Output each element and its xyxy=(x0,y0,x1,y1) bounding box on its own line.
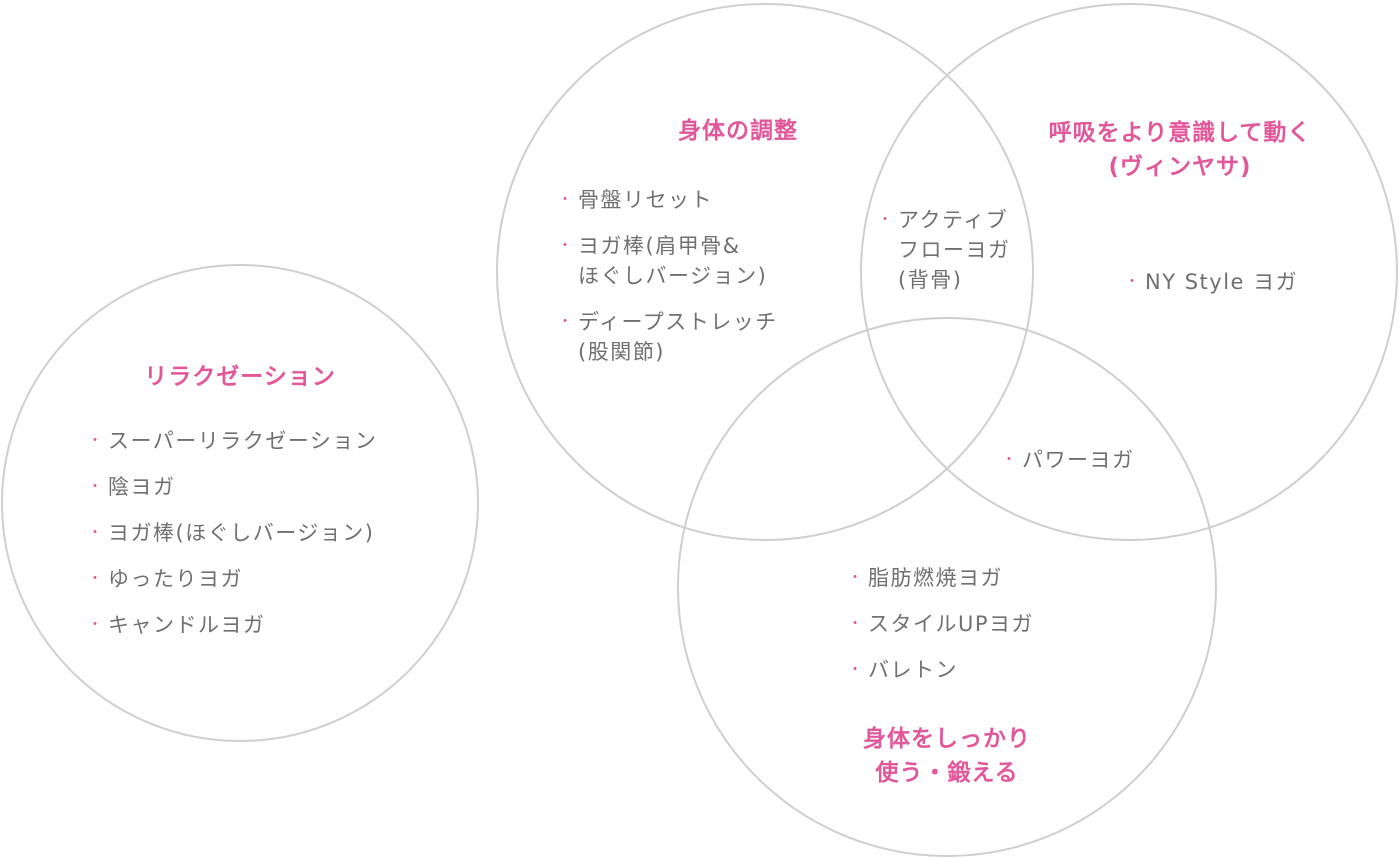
bullet-dot: ・ xyxy=(88,433,104,449)
overlap-breath-strength-list: ・パワーヨガ xyxy=(1002,445,1135,475)
list-item: ・陰ヨガ xyxy=(88,472,377,502)
relaxation-title: リラクゼーション xyxy=(144,364,336,390)
bullet-dot: ・ xyxy=(88,571,104,587)
list-item: ・スタイルUPヨガ xyxy=(848,609,1034,639)
bullet-dot: ・ xyxy=(1002,452,1018,468)
list-item: ・ゆったりヨガ xyxy=(88,564,377,594)
list-item: ・パワーヨガ xyxy=(1002,445,1135,475)
list-item: ・バレトン xyxy=(848,655,1034,685)
bullet-dot: ・ xyxy=(848,570,864,586)
relaxation-list: ・スーパーリラクゼーション ・陰ヨガ ・ヨガ棒(ほぐしバージョン) ・ゆったりヨ… xyxy=(88,426,377,640)
bullet-dot: ・ xyxy=(88,525,104,541)
breath-vinyasa-title: 呼吸をより意識して動く (ヴィンヤサ) xyxy=(1048,120,1312,180)
circle-strength xyxy=(677,317,1217,857)
bullet-dot: ・ xyxy=(848,662,864,678)
circle-body-adjustment xyxy=(496,3,1034,541)
circle-relaxation xyxy=(1,264,479,742)
bullet-dot: ・ xyxy=(1125,274,1141,290)
bullet-dot: ・ xyxy=(848,616,864,632)
bullet-dot: ・ xyxy=(88,479,104,495)
list-item: ・ヨガ棒(肩甲骨&ほぐしバージョン) xyxy=(558,231,778,291)
list-item: ・アクティブフローヨガ(背骨) xyxy=(878,205,1011,295)
list-item: ・脂肪燃焼ヨガ xyxy=(848,563,1034,593)
body-adjustment-title: 身体の調整 xyxy=(678,118,798,144)
list-item: ・NY Style ヨガ xyxy=(1125,267,1298,297)
bullet-dot: ・ xyxy=(558,314,574,330)
bullet-dot: ・ xyxy=(558,192,574,208)
list-item: ・骨盤リセット xyxy=(558,185,778,215)
body-adjustment-list: ・骨盤リセット ・ヨガ棒(肩甲骨&ほぐしバージョン) ・ディープストレッチ(股関… xyxy=(558,185,778,367)
bullet-dot: ・ xyxy=(558,238,574,254)
list-item: ・スーパーリラクゼーション xyxy=(88,426,377,456)
overlap-adjust-breath-list: ・アクティブフローヨガ(背骨) xyxy=(878,205,1011,295)
strength-title: 身体をしっかり 使う・鍛える xyxy=(863,726,1031,786)
list-item: ・ディープストレッチ(股関節) xyxy=(558,307,778,367)
circle-breath-vinyasa xyxy=(860,3,1398,541)
list-item: ・ヨガ棒(ほぐしバージョン) xyxy=(88,518,377,548)
bullet-dot: ・ xyxy=(878,212,894,228)
breath-vinyasa-list: ・NY Style ヨガ xyxy=(1125,267,1298,297)
list-item: ・キャンドルヨガ xyxy=(88,610,377,640)
strength-list: ・脂肪燃焼ヨガ ・スタイルUPヨガ ・バレトン xyxy=(848,563,1034,685)
bullet-dot: ・ xyxy=(88,617,104,633)
